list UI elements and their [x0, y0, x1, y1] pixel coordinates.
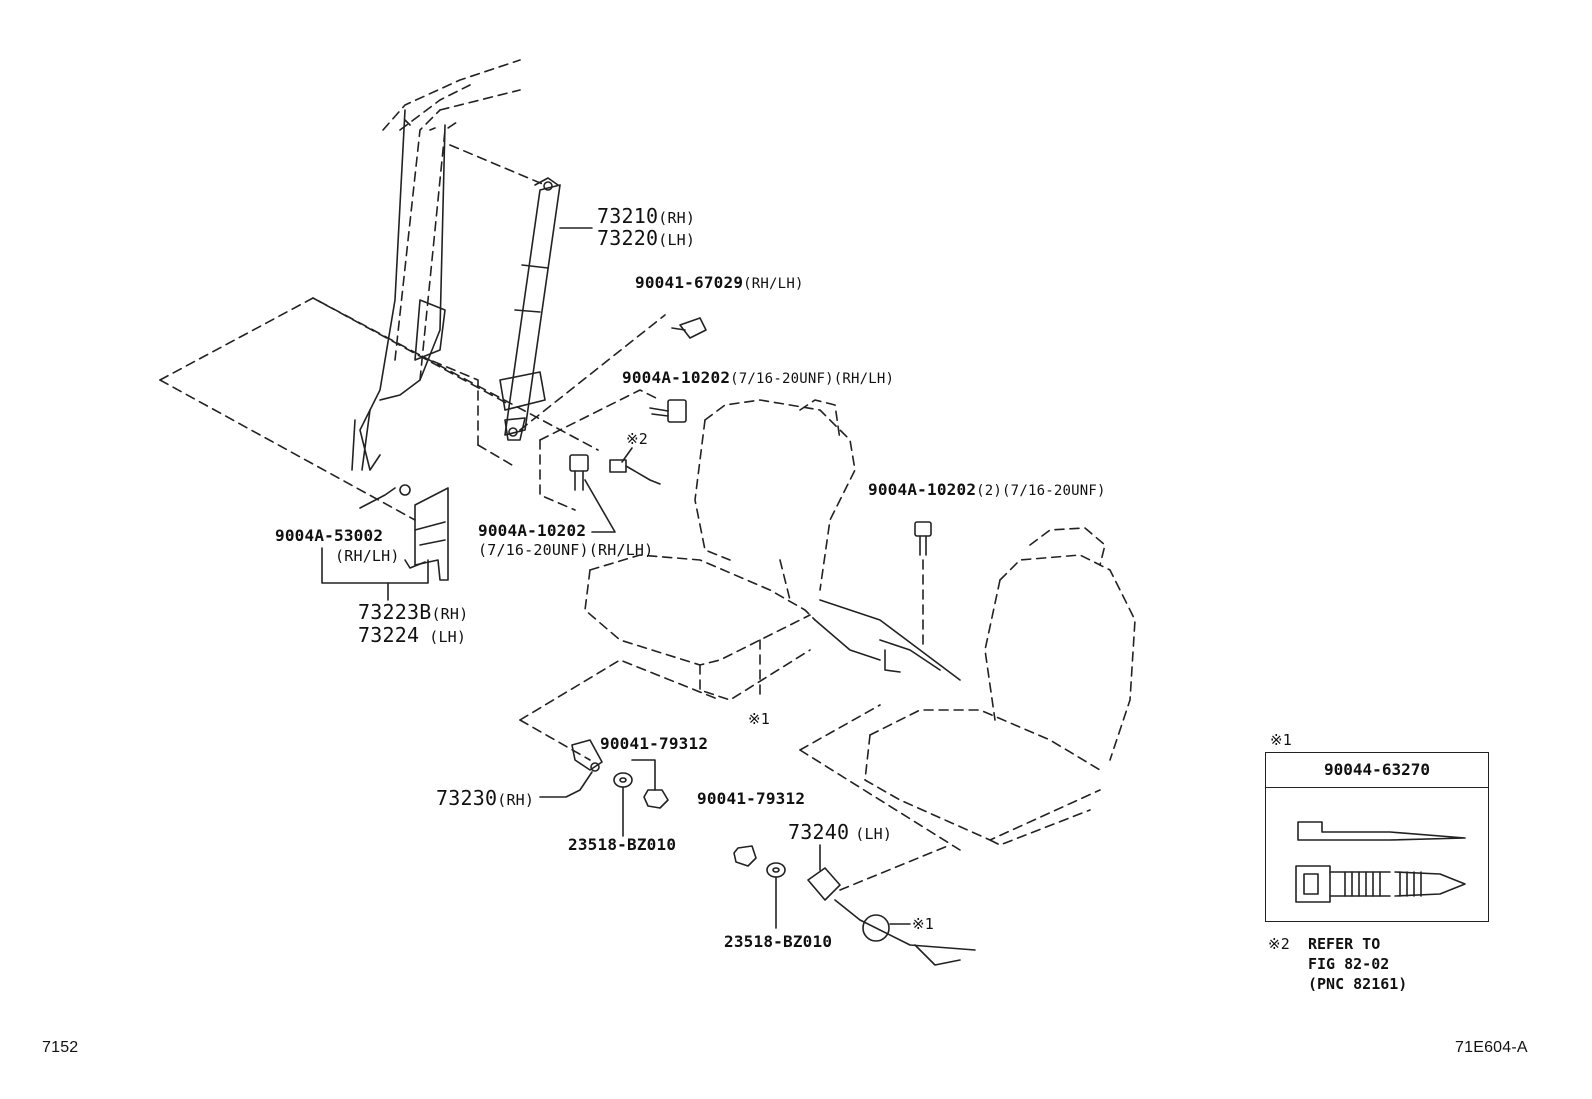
- note-text: REFER TO FIG 82-02 (PNC 82161): [1308, 935, 1408, 993]
- label-23518-BZ010-a: 23518-BZ010: [568, 835, 677, 854]
- label-9004A-10202-mid-sub: (7/16-20UNF)(RH/LH): [478, 541, 654, 559]
- bolt-9004A-10202-right: [914, 521, 932, 651]
- seatbelt-retractor: [499, 177, 561, 441]
- buckle-73240: [807, 844, 976, 966]
- label-73210: 73210(RH): [597, 204, 696, 228]
- nut-90041-79312-b: [733, 845, 757, 867]
- label-73240: 73240(LH): [788, 820, 893, 844]
- label-9004A-10202-right: 9004A-10202(2)(7/16-20UNF): [868, 480, 1106, 499]
- buckle-73230: [539, 739, 603, 798]
- bolt-9004A-10202-top: [649, 399, 687, 423]
- clip-90044-63270-top: [1295, 865, 1466, 903]
- reference-frames: [159, 144, 961, 891]
- front-seat: [584, 399, 856, 701]
- footer-page-number: 7152: [42, 1039, 79, 1056]
- label-90041-67029: 90041-67029(RH/LH): [635, 273, 804, 292]
- label-73223B: 73223B(RH): [358, 600, 469, 624]
- label-73224: 73224(LH): [358, 623, 467, 647]
- pillar-outline: [382, 59, 521, 381]
- footer-figure-code: 71E604-A: [1455, 1039, 1528, 1056]
- clip-90044-63270-side: [1297, 821, 1466, 841]
- label-9004A-53002: 9004A-53002: [275, 526, 384, 545]
- legend-part-number: 90044-63270: [1266, 753, 1488, 788]
- bolt-90041-67029: [671, 317, 707, 339]
- note-mark: ※2: [1268, 935, 1290, 953]
- label-9004A-10202-mid: 9004A-10202: [478, 521, 587, 540]
- bracket-9004A-53002: [321, 547, 429, 584]
- washer-23518-b: [766, 862, 786, 929]
- bolt-9004A-10202-mid: [569, 454, 616, 533]
- legend-box: 90044-63270: [1265, 752, 1489, 922]
- label-73230: 73230(RH): [436, 786, 535, 810]
- label-ref2: ※2: [626, 430, 648, 448]
- nut-90041-79312-a: [631, 759, 669, 809]
- label-23518-BZ010-b: 23518-BZ010: [724, 932, 833, 951]
- label-ref1-seat: ※1: [748, 710, 770, 728]
- connector-ref2: [609, 447, 661, 485]
- pillar-body: [351, 109, 446, 471]
- label-90041-79312-a: 90041-79312: [600, 734, 709, 753]
- rear-seat: [864, 527, 1136, 846]
- belt-guide-73223B: [359, 484, 449, 581]
- washer-23518-a: [613, 772, 633, 837]
- seat-rails: [814, 599, 961, 681]
- legend-mark: ※1: [1270, 731, 1292, 749]
- label-ref1-buckle: ※1: [912, 915, 934, 933]
- label-90041-79312-b: 90041-79312: [697, 789, 806, 808]
- label-9004A-53002-sub: (RH/LH): [335, 547, 400, 565]
- label-73220: 73220(LH): [597, 226, 696, 250]
- label-9004A-10202-top: 9004A-10202(7/16-20UNF)(RH/LH): [622, 368, 895, 387]
